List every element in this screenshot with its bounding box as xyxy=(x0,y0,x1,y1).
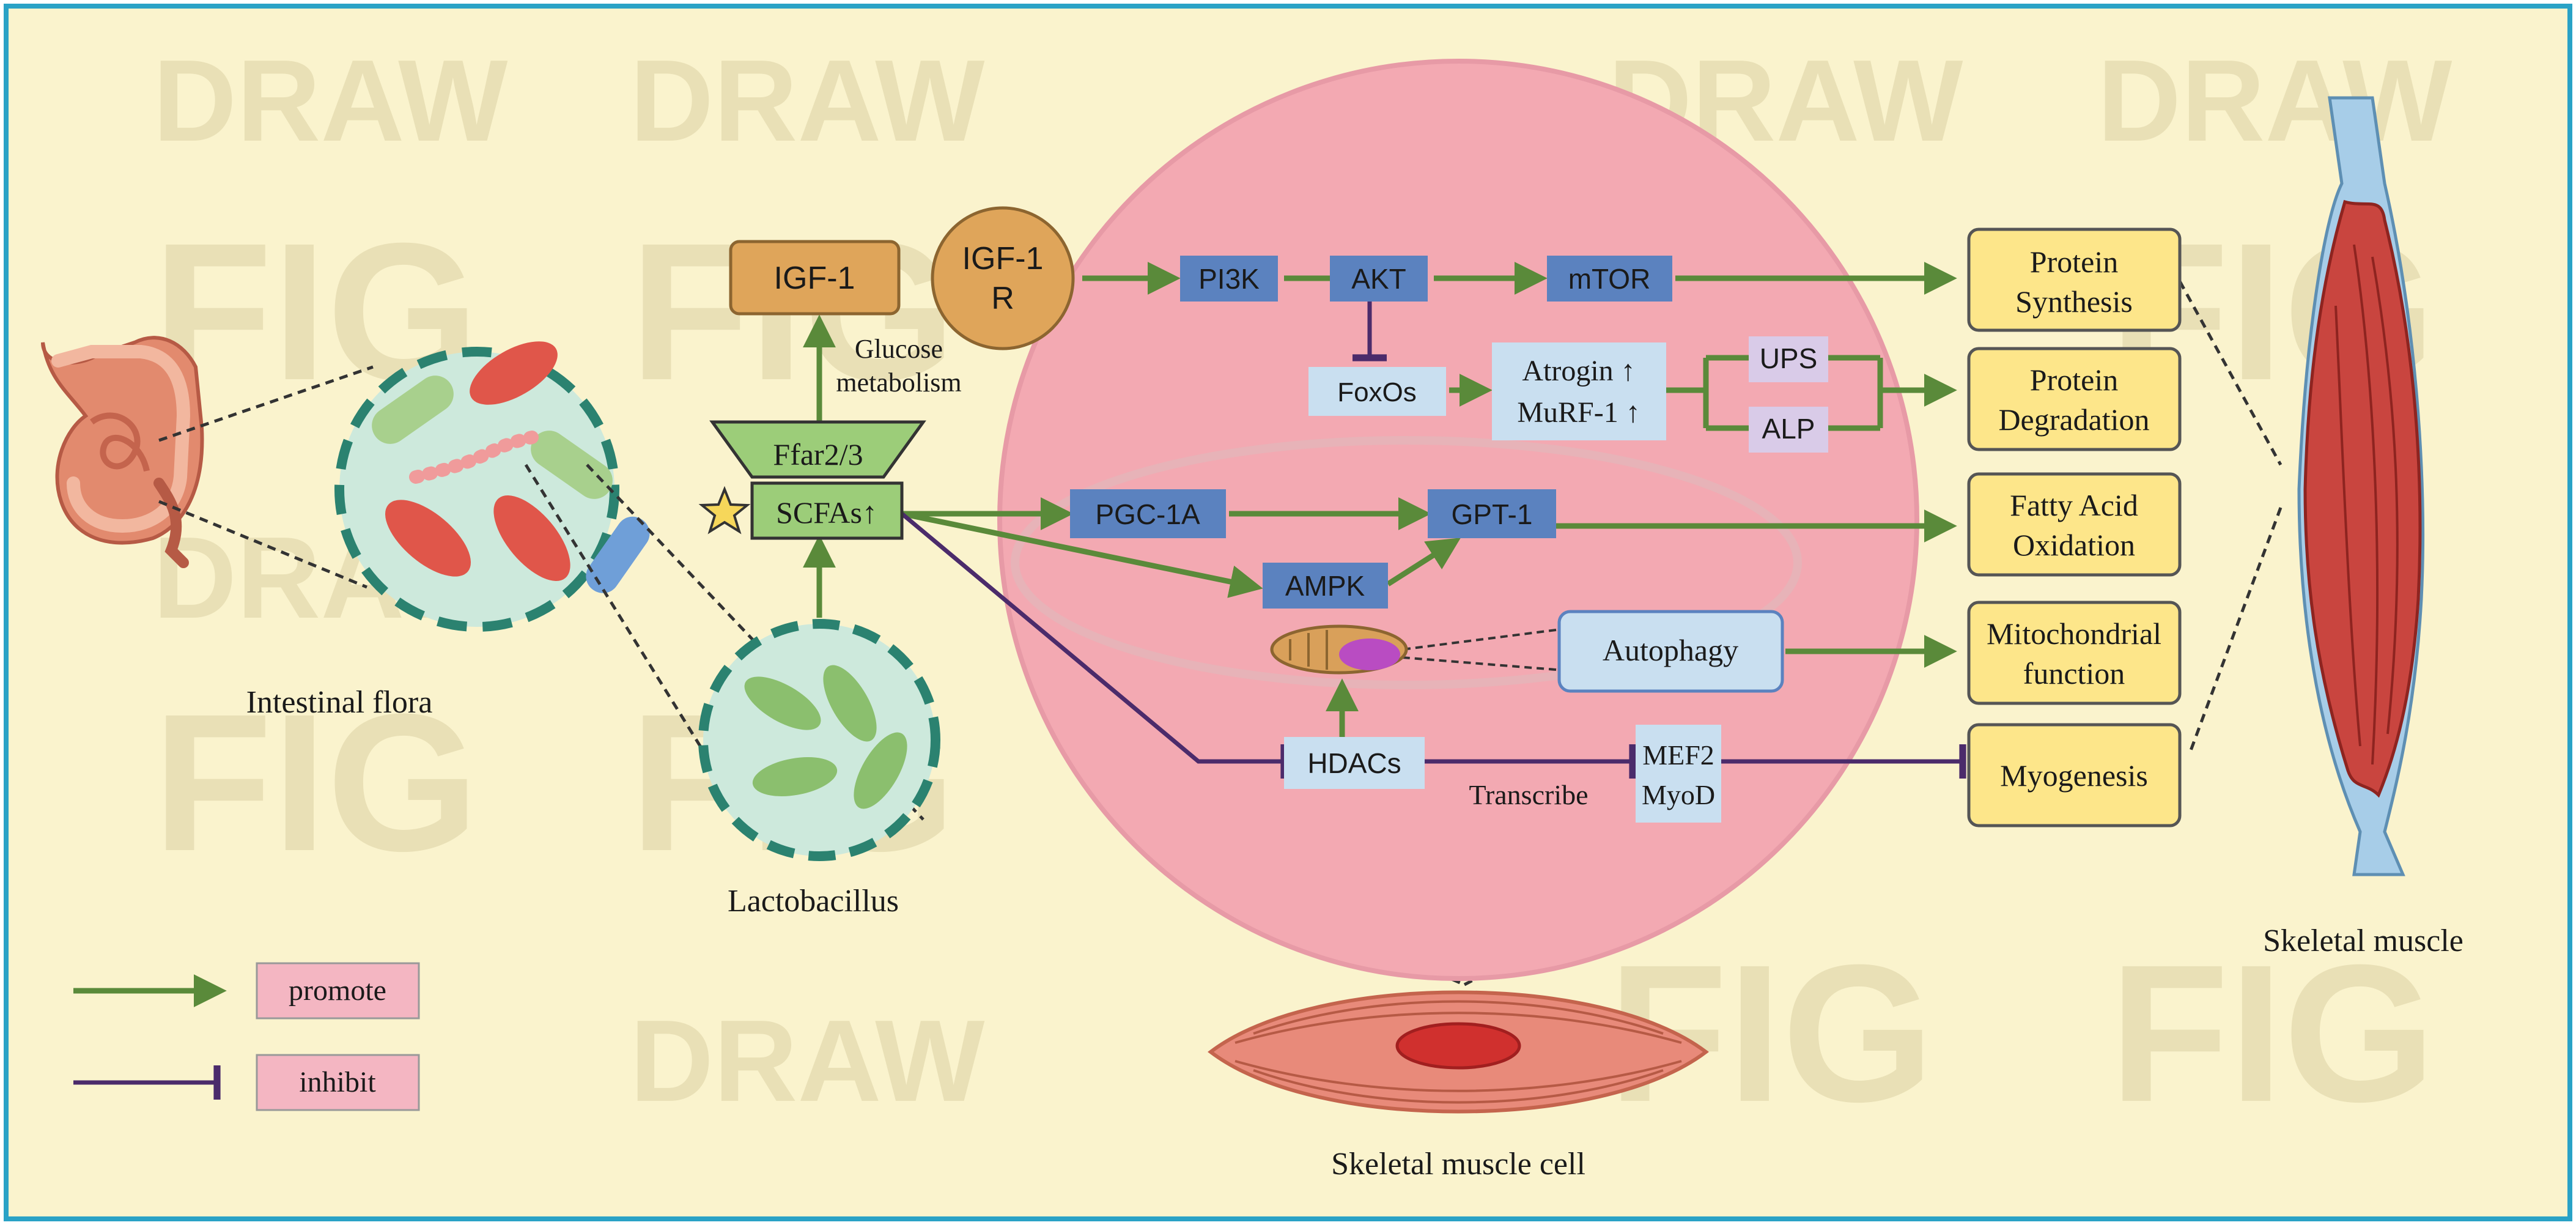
igf1r-circle xyxy=(931,206,1075,350)
pgc1a-box xyxy=(1070,489,1226,538)
igf1-box xyxy=(729,240,901,316)
autophagosome-icon xyxy=(1270,624,1408,675)
fatty-acid-oxidation-line2: Oxidation xyxy=(2013,528,2135,562)
lactobacillus-bacteria xyxy=(744,665,907,809)
metabolism-label: metabolism xyxy=(836,368,961,398)
outcome-boxes: Protein Synthesis Protein Degradation Fa… xyxy=(1967,228,2182,827)
ampk-box xyxy=(1263,563,1388,609)
fatty-acid-oxidation-box xyxy=(1967,472,2182,577)
watermark-fig-4: FIG xyxy=(153,673,479,892)
muscle-cell-label: Skeletal muscle cell xyxy=(1331,1147,1585,1182)
protein-degradation-box xyxy=(1967,347,2182,451)
mef2-label: MEF2 xyxy=(1642,739,1714,771)
muscle-cell-illustration xyxy=(1208,990,1709,1114)
mitochondrial-function-line2: function xyxy=(2023,656,2125,690)
star-icon xyxy=(698,486,751,535)
myod-label: MyoD xyxy=(1642,779,1715,810)
ampk-label: AMPK xyxy=(1285,570,1365,602)
scfas-label: SCFAs↑ xyxy=(776,495,877,530)
glucose-label: Glucose xyxy=(855,334,943,364)
atrogin-label: Atrogin ↑ xyxy=(1522,355,1635,387)
foxos-box xyxy=(1308,367,1446,416)
mef2-myod-box xyxy=(1636,725,1721,823)
watermark-draw-1: DRAW xyxy=(153,36,508,166)
mitochondria-zone xyxy=(1011,436,1802,689)
transcribe-label: Transcribe xyxy=(1469,779,1588,810)
mitochondrial-function-box xyxy=(1967,601,2182,705)
fatty-acid-oxidation-line1: Fatty Acid xyxy=(2010,488,2138,522)
pi3k-label: PI3K xyxy=(1198,263,1260,295)
hdacs-box xyxy=(1284,737,1425,789)
murf1-label: MuRF-1 ↑ xyxy=(1517,396,1640,429)
igf1r-label-2: R xyxy=(991,281,1014,316)
myogenesis-box xyxy=(1967,723,2182,827)
pgc1a-label: PGC-1A xyxy=(1095,498,1200,530)
mtor-box xyxy=(1547,256,1672,302)
bacteria-group xyxy=(372,341,650,593)
ups-box xyxy=(1749,336,1828,382)
myogenesis-label: Myogenesis xyxy=(2000,758,2148,793)
lactobacillus-label: Lactobacillus xyxy=(728,884,899,919)
legend-inhibit-label: inhibit xyxy=(299,1066,376,1098)
ffar-label: Ffar2/3 xyxy=(773,437,863,472)
protein-synthesis-line2: Synthesis xyxy=(2015,284,2133,319)
protein-degradation-line2: Degradation xyxy=(1998,402,2149,437)
ups-alp-bracket xyxy=(1666,355,1883,431)
watermark-draw-6: DRAW xyxy=(630,996,985,1126)
watermark-draw-2: DRAW xyxy=(630,36,985,166)
gpt1-label: GPT-1 xyxy=(1452,498,1533,530)
intestine-illustration xyxy=(41,336,204,568)
mtor-label: mTOR xyxy=(1568,263,1651,295)
igf1r-label-1: IGF-1 xyxy=(962,241,1044,276)
alp-box xyxy=(1749,407,1828,453)
skeletal-muscle-illustration xyxy=(2297,96,2424,876)
hdacs-label: HDACs xyxy=(1307,747,1401,779)
ffar-receptor xyxy=(709,420,926,479)
legend-promote-box xyxy=(256,962,420,1020)
akt-box xyxy=(1330,256,1428,302)
legend-promote-label: promote xyxy=(289,974,386,1007)
alp-label: ALP xyxy=(1762,413,1815,445)
pi3k-box xyxy=(1180,256,1278,302)
protein-degradation-line1: Protein xyxy=(2030,363,2118,397)
intestinal-flora-label: Intestinal flora xyxy=(246,685,433,720)
akt-label: AKT xyxy=(1351,263,1406,295)
inhibit-lines xyxy=(900,300,1966,779)
atrogin-murf-box xyxy=(1492,342,1666,440)
autophagy-box xyxy=(1557,610,1784,693)
skeletal-muscle-label: Skeletal muscle xyxy=(2263,923,2463,958)
legend-inhibit-box xyxy=(256,1054,420,1111)
mitochondrial-function-line1: Mitochondrial xyxy=(1987,616,2161,651)
protein-synthesis-line1: Protein xyxy=(2030,245,2118,279)
gpt1-box xyxy=(1428,489,1556,538)
igf1-label: IGF-1 xyxy=(774,261,855,296)
autophagy-label: Autophagy xyxy=(1603,633,1738,667)
foxos-label: FoxOs xyxy=(1337,377,1417,407)
watermark-fig-7: FIG xyxy=(2109,923,2435,1142)
protein-synthesis-box xyxy=(1967,228,2182,332)
ups-label: UPS xyxy=(1760,342,1818,374)
scfas-box xyxy=(750,481,904,540)
legend: promote inhibit xyxy=(73,962,420,1111)
watermark-draw-4: DRAW xyxy=(2097,36,2452,166)
